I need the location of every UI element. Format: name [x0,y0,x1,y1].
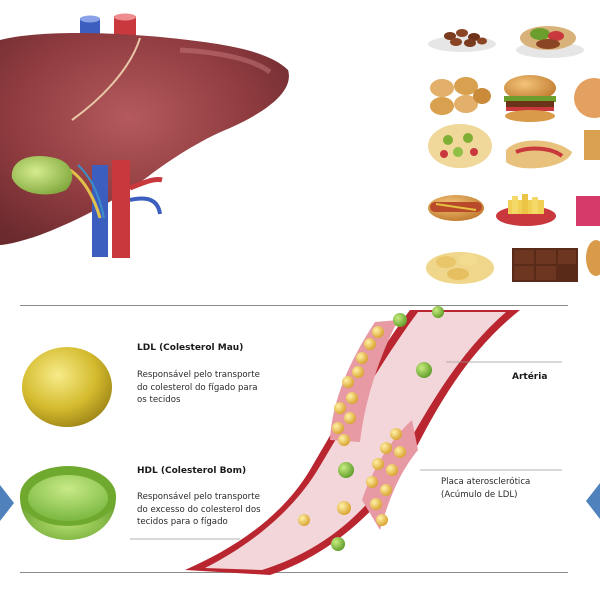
ldl-description-line: do colesterol do fígado para [137,382,258,393]
candy-food [576,196,600,226]
sandwich-food [574,78,600,118]
vena-cava [92,165,108,257]
liver-illustration [0,13,289,258]
bottom-divider [20,572,568,573]
ldl-description: Responsável pelo transporte do colestero… [137,369,287,407]
partial-food-2 [586,240,600,276]
beans-food [444,29,487,47]
pizza-food [428,124,492,168]
partial-food [584,130,600,160]
ldl-title: LDL (Colesterol Mau) [137,343,244,353]
artery-label: Artéria [512,372,548,382]
pastries-food [430,77,491,115]
fries-food [496,194,556,226]
hotdog-food [428,195,484,221]
ldl-particle [22,347,112,427]
hdl-description-line: Responsável pelo transporte [137,492,260,502]
previous-arrow-icon[interactable] [0,485,14,521]
hdl-particle [20,466,116,540]
hdl-title: HDL (Colesterol Bom) [137,466,247,476]
chocolate-food [512,248,578,282]
chips-food [426,252,494,284]
ldl-description-line: os tecidos [137,395,181,406]
hdl-description: Responsável pelo transporte do excesso d… [137,491,287,529]
liver-lobe [0,33,289,245]
gallbladder [11,156,73,195]
junk-food-collage [426,26,600,284]
artery-illustration [185,306,520,575]
top-illustration [0,13,600,284]
bottom-illustration [20,306,562,575]
top-divider [20,305,568,306]
wrap-food [506,140,572,169]
ldl-floating-particles [298,501,351,526]
next-arrow-icon[interactable] [586,483,600,519]
hdl-description-line: do excesso do colesterol dos [137,504,261,515]
burger-food [504,75,556,122]
hdl-floating-particles [331,306,444,551]
aorta [112,160,130,258]
ldl-description-line: Responsável pelo transporte [137,370,260,380]
ldl-plaque-lower [366,428,406,526]
ldl-plaque-upper [332,326,384,446]
plaque-label: Placa aterosclerótica (Acúmulo de LDL) [441,476,571,501]
plaque-label-line: Placa aterosclerótica [441,477,531,487]
salad-food [520,26,576,50]
hdl-description-line: tecidos para o fígado [137,517,228,528]
plaque-label-line: (Acúmulo de LDL) [441,489,518,500]
